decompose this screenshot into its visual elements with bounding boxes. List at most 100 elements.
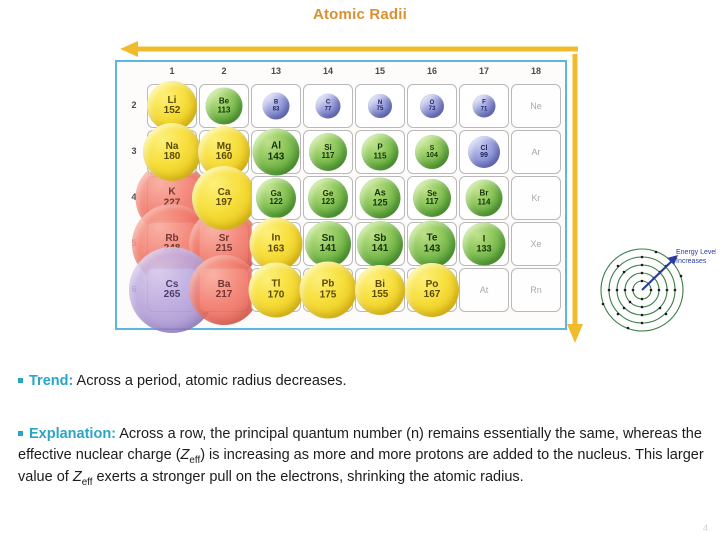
radius-decreases-arrow-icon bbox=[120, 41, 578, 57]
element-symbol-at: At bbox=[479, 285, 489, 295]
element-radius-be: 113 bbox=[217, 105, 231, 114]
period-label-4: 4 bbox=[131, 192, 137, 202]
element-symbol-sb: Sb bbox=[373, 232, 387, 244]
element-symbol-ga: Ga bbox=[270, 188, 282, 198]
element-symbol-p: P bbox=[377, 142, 383, 152]
element-cell-at[interactable]: At bbox=[459, 268, 509, 312]
element-radius-n: 75 bbox=[376, 106, 384, 112]
trend-statement: Trend: Across a period, atomic radius de… bbox=[18, 371, 702, 392]
element-radius-sb: 141 bbox=[371, 243, 389, 254]
element-symbol-c: C bbox=[325, 99, 331, 106]
group-header-15: 15 bbox=[374, 66, 385, 76]
zeff-symbol-1: Zeff bbox=[180, 446, 201, 466]
zeff-symbol-2: Zeff bbox=[72, 469, 93, 489]
page-number: 4 bbox=[702, 523, 708, 533]
group-header-17: 17 bbox=[478, 66, 489, 76]
element-symbol-ne: Ne bbox=[530, 101, 542, 111]
bullet-square-icon bbox=[18, 431, 23, 436]
element-symbol-cs: Cs bbox=[165, 278, 179, 290]
element-symbol-in: In bbox=[271, 232, 281, 244]
element-radius-li: 152 bbox=[163, 105, 181, 116]
element-radius-mg: 160 bbox=[215, 151, 233, 162]
group-header-2: 2 bbox=[221, 66, 227, 76]
energy-level-label-line1: Energy Level bbox=[676, 249, 716, 256]
bullet-square-icon bbox=[18, 378, 23, 383]
explanation-part2: ) is increasing as more and more protons… bbox=[18, 446, 704, 486]
bohr-model-diagram: Energy Level Increases bbox=[600, 248, 716, 332]
element-symbol-mg: Mg bbox=[216, 140, 232, 152]
group-header-18: 18 bbox=[530, 66, 541, 76]
element-radius-as: 125 bbox=[372, 197, 388, 207]
element-symbol-ca: Ca bbox=[217, 186, 231, 198]
element-cell-xe[interactable]: Xe bbox=[511, 222, 561, 266]
page-title: Atomic Radii bbox=[312, 6, 408, 23]
element-cell-rn[interactable]: Rn bbox=[511, 268, 561, 312]
element-cell-ne[interactable]: Ne bbox=[511, 84, 561, 128]
element-cell-kr[interactable]: Kr bbox=[511, 176, 561, 220]
element-symbol-kr: Kr bbox=[531, 193, 541, 203]
element-radius-b: 83 bbox=[272, 106, 280, 112]
element-symbol-k: K bbox=[168, 186, 176, 198]
radius-increases-arrow-icon bbox=[567, 54, 583, 343]
element-symbol-se: Se bbox=[427, 188, 437, 198]
element-radius-bi: 155 bbox=[371, 289, 389, 300]
element-radius-ca: 197 bbox=[215, 197, 233, 208]
period-label-3: 3 bbox=[131, 146, 137, 156]
explanation-part1: Across a row, the principal quantum numb… bbox=[18, 426, 702, 463]
element-radius-te: 143 bbox=[423, 243, 441, 254]
element-cell-ar[interactable]: Ar bbox=[511, 130, 561, 174]
element-symbol-ar: Ar bbox=[531, 147, 541, 157]
element-radius-cl: 99 bbox=[480, 152, 488, 159]
element-radius-pb: 175 bbox=[319, 289, 337, 300]
element-symbol-sr: Sr bbox=[218, 232, 230, 244]
element-symbol-be: Be bbox=[218, 96, 230, 106]
period-label-2: 2 bbox=[131, 100, 137, 110]
